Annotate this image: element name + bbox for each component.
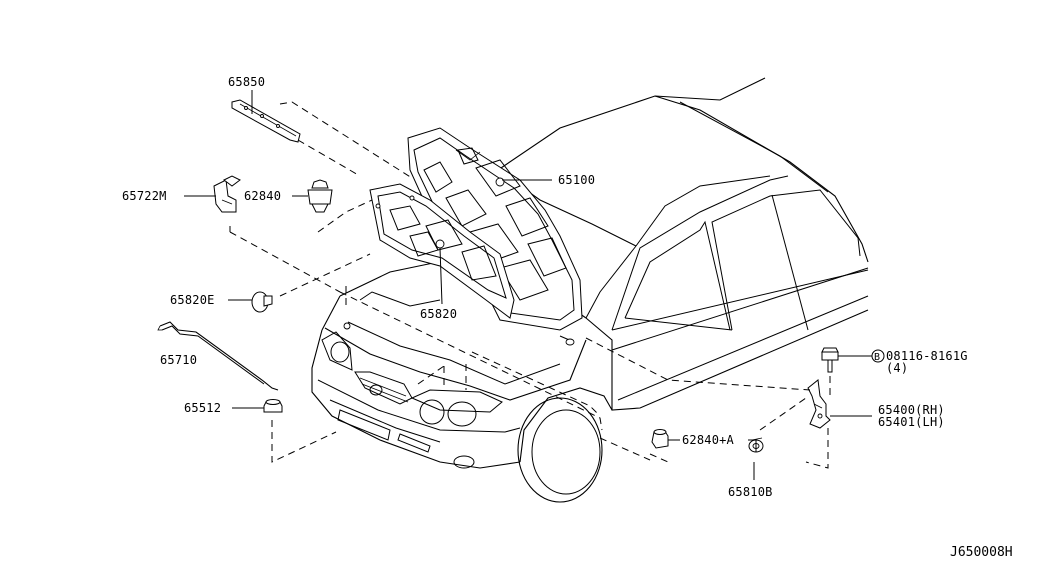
hood-insulator — [369, 183, 515, 319]
label-65850: 65850 — [228, 75, 265, 89]
bumper-62840A — [651, 429, 669, 449]
bolt-prefix-circle — [871, 349, 885, 363]
hood-rod-65710 — [157, 321, 279, 391]
label-65722M: 65722M — [122, 189, 167, 203]
clip-65820E — [251, 291, 273, 313]
label-65512: 65512 — [184, 401, 221, 415]
label-62840-A: 62840+A — [682, 433, 735, 447]
drawing-code: J650008H — [950, 545, 1013, 560]
label-65401-lh: 65401(LH) — [878, 415, 945, 429]
label-65820: 65820 — [420, 307, 457, 321]
hood-seal-65850 — [231, 99, 301, 143]
label-08116-8161G: 08116-8161G — [886, 349, 968, 363]
assembly-guide-lines — [229, 101, 831, 469]
grommet-65512 — [263, 399, 283, 413]
bolt-08116 — [821, 347, 839, 373]
label-65100: 65100 — [558, 173, 595, 187]
label-65400-rh: 65400(RH) — [878, 403, 945, 417]
label-bolt-quantity: (4) — [886, 361, 908, 375]
label-62840: 62840 — [244, 189, 281, 203]
label-65710: 65710 — [160, 353, 197, 367]
hood-panel — [407, 127, 583, 331]
bumper-62840 — [307, 179, 333, 213]
clip-65722M — [213, 175, 241, 213]
car-body — [311, 77, 869, 503]
leader-lines — [184, 90, 872, 480]
bolt-prefix: B — [874, 352, 880, 363]
label-65810B: 65810B — [728, 485, 773, 499]
label-65820E: 65820E — [170, 293, 215, 307]
part-labels: 65850 65722M 62840 65100 65820 65820E 65… — [122, 75, 1013, 560]
hood-hinge-65400 — [807, 379, 831, 429]
